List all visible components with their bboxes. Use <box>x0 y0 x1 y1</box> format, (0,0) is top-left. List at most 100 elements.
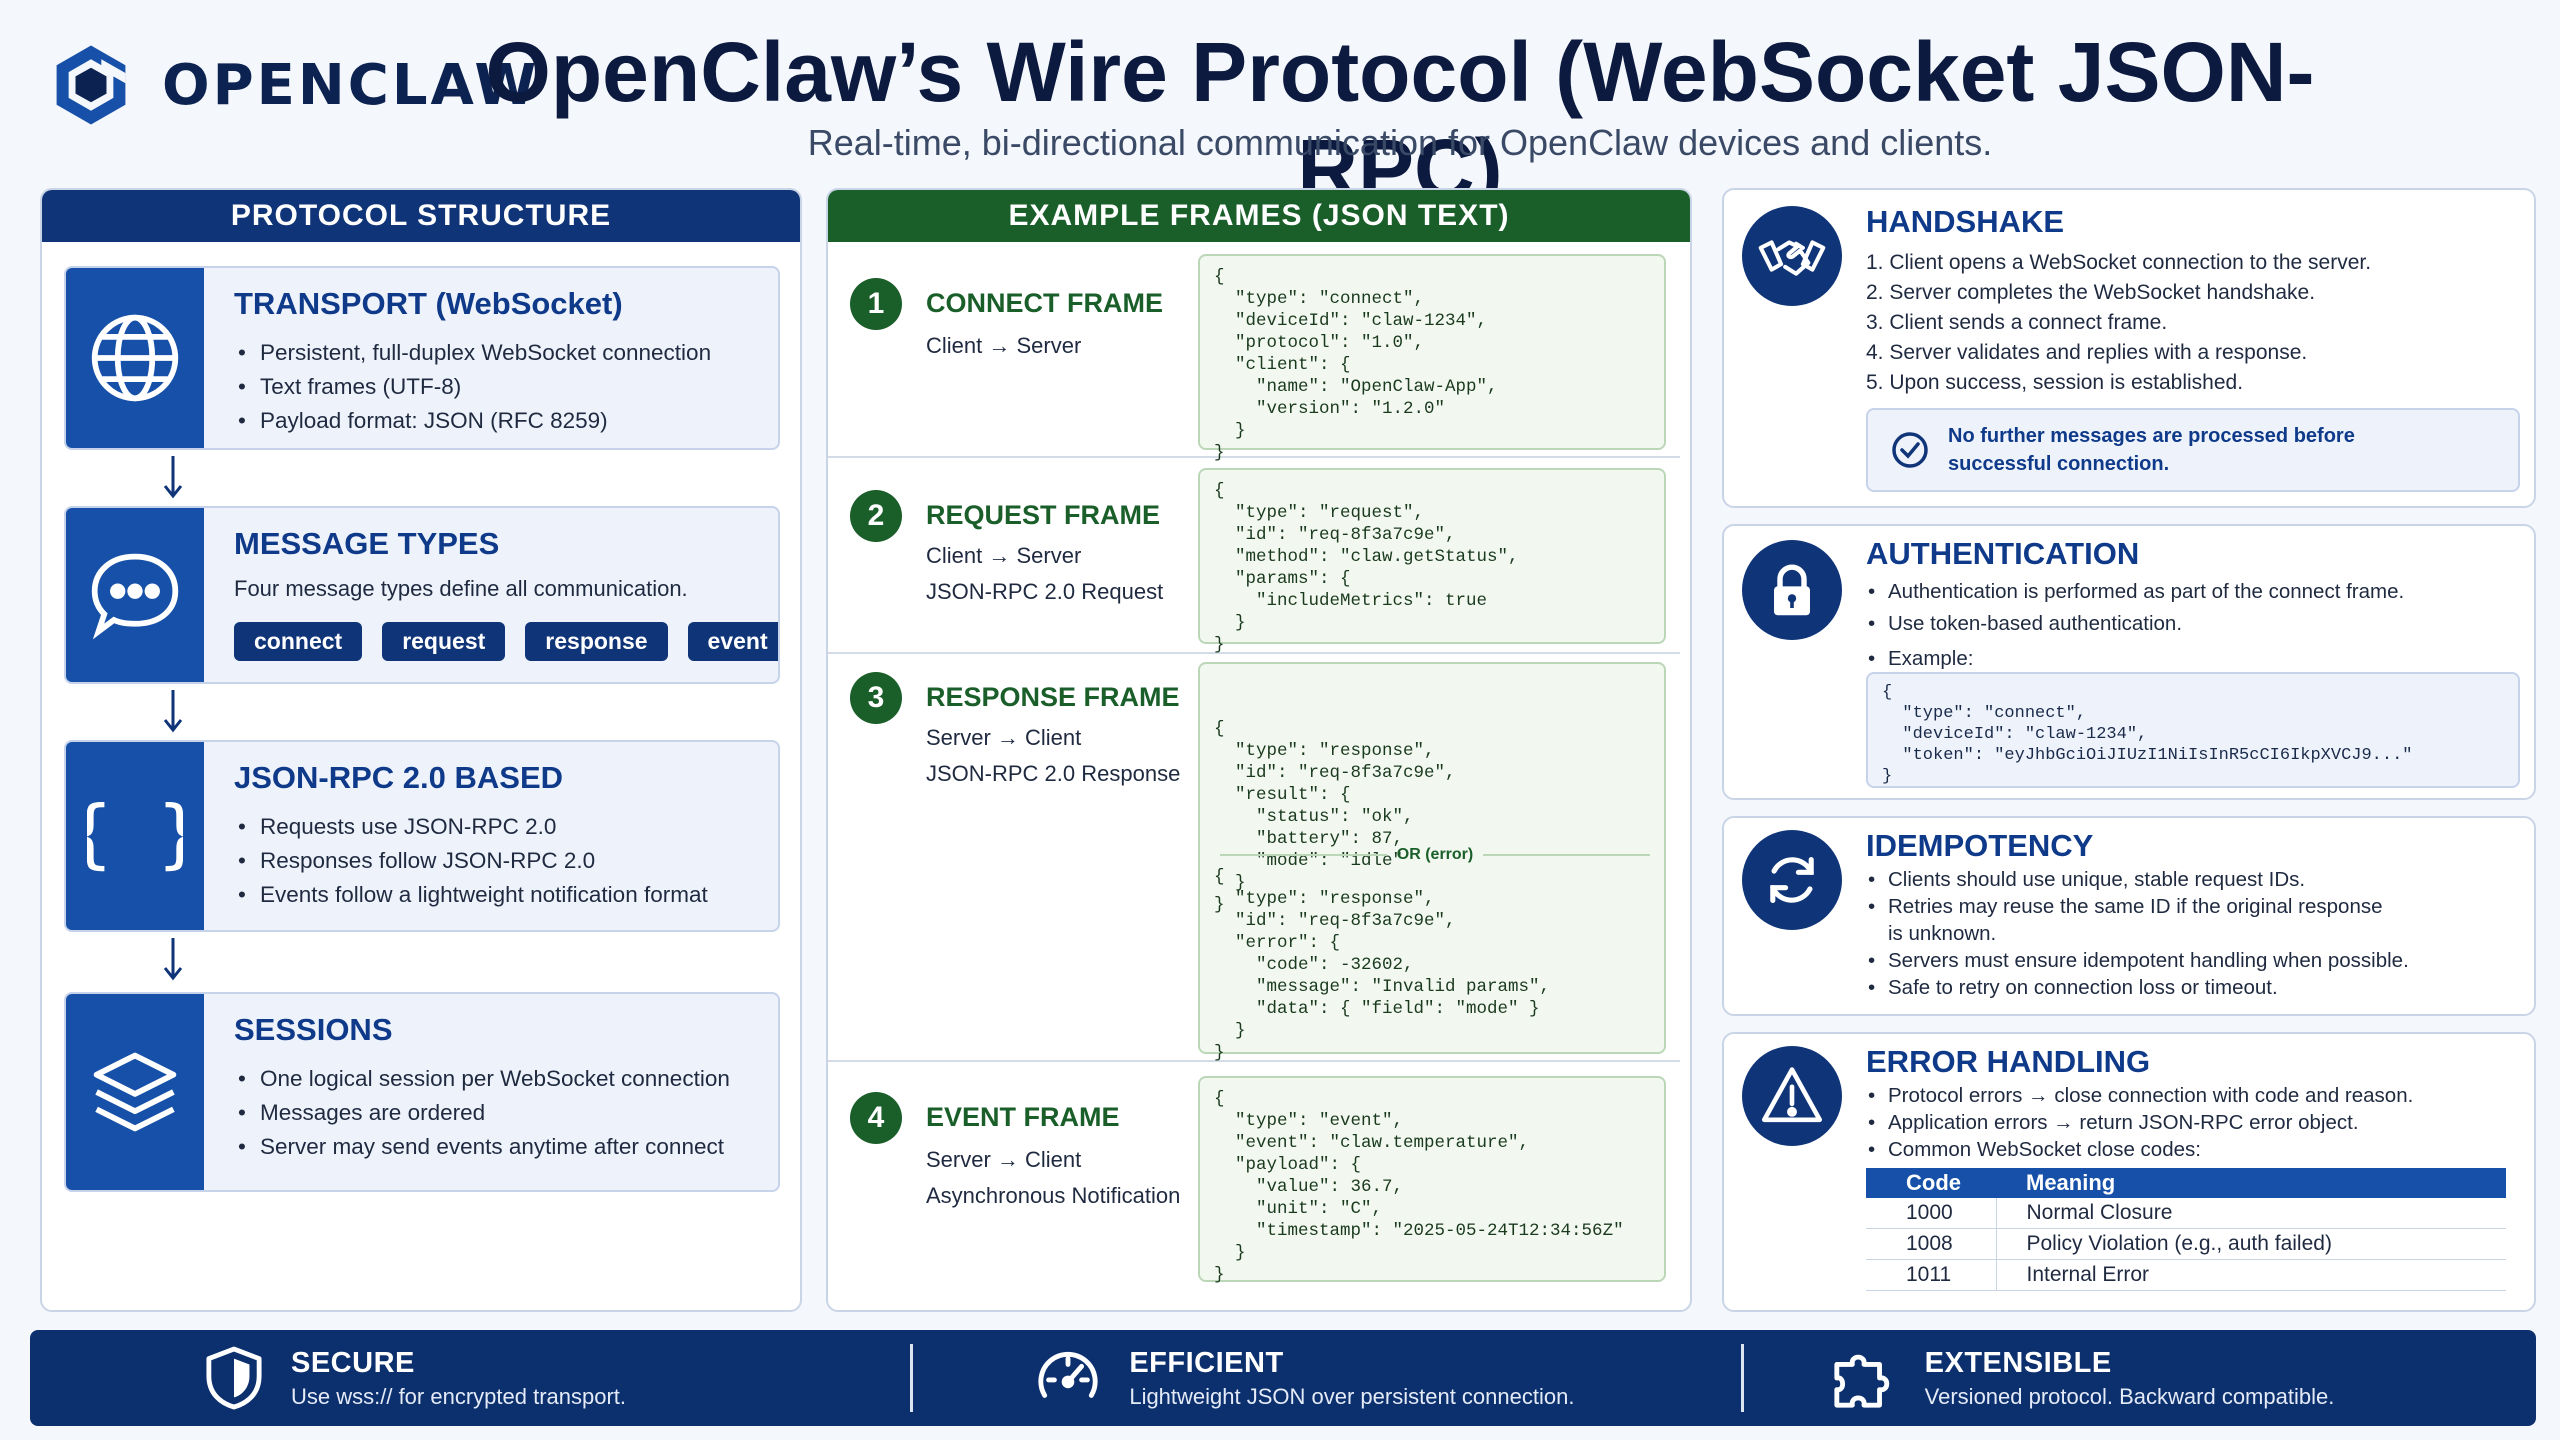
footer-secure: SECURE Use wss:// for encrypted transpor… <box>30 1330 910 1426</box>
idempotency-bullet: Safe to retry on connection loss or time… <box>1866 974 2514 1001</box>
warning-icon-circle <box>1742 1046 1842 1146</box>
idempotency-bullet: Servers must ensure idempotent handling … <box>1866 947 2514 974</box>
idempotency-bullet: Retries may reuse the same ID if the ori… <box>1866 893 2514 947</box>
globe-icon <box>91 314 179 402</box>
handshake-icon <box>1758 240 1826 276</box>
footer-efficient: EFFICIENT Lightweight JSON over persiste… <box>910 1330 1740 1426</box>
col-meaning-header: Meaning <box>1996 1168 2506 1198</box>
frame-subtitle: Asynchronous Notification <box>926 1183 1181 1208</box>
auth-example-code: { "type": "connect", "deviceId": "claw-1… <box>1866 672 2520 788</box>
request-frame: 2 REQUEST FRAME Client → Server JSON-RPC… <box>828 458 1680 655</box>
or-error-label: OR (error) <box>1396 846 1474 863</box>
idempotency-bullet-line: is unknown. <box>1888 922 1997 945</box>
transport-icon-bar <box>66 268 204 448</box>
event-frame-code: { "type": "event", "event": "claw.temper… <box>1198 1076 1666 1285</box>
footer-extensible-text: Versioned protocol. Backward compatible. <box>1924 1383 2335 1409</box>
lock-icon <box>1774 564 1810 616</box>
shield-icon <box>206 1346 262 1410</box>
errors-bullet: Common WebSocket close codes: <box>1866 1136 2514 1163</box>
response-error-code: { "type": "response", "id": "req-8f3a7c9… <box>1214 867 1551 1063</box>
col-code-header: Code <box>1866 1168 1996 1198</box>
jsonrpc-title: JSON-RPC 2.0 BASED <box>234 760 564 795</box>
sessions-bullet: One logical session per WebSocket connec… <box>234 1062 758 1096</box>
connect-frame: 1 CONNECT FRAME Client → Server { "type"… <box>828 242 1680 463</box>
refresh-icon-circle <box>1742 830 1842 930</box>
refresh-icon <box>1770 856 1814 904</box>
message-types-icon-bar <box>66 508 204 682</box>
chip-response: response <box>525 622 668 661</box>
handshake-icon-circle <box>1742 206 1842 306</box>
sessions-bullet: Messages are ordered <box>234 1096 758 1130</box>
error-handling-card: ERROR HANDLING Protocol errors → close c… <box>1722 1032 2536 1312</box>
chat-bubble-icon <box>91 553 179 640</box>
frame-subtitle: JSON-RPC 2.0 Response <box>926 761 1181 786</box>
frame-name: EVENT FRAME <box>926 1102 1120 1132</box>
frame-direction: Client → Server <box>926 333 1082 358</box>
authentication-card: AUTHENTICATION Authentication is perform… <box>1722 524 2536 800</box>
example-frames-panel: EXAMPLE FRAMES (JSON TEXT) 1 CONNECT FRA… <box>826 188 1692 1312</box>
chip-event: event <box>687 622 778 661</box>
sessions-icon-bar <box>66 994 204 1190</box>
auth-title: AUTHENTICATION <box>1866 536 2140 571</box>
message-types-title: MESSAGE TYPES <box>234 526 500 561</box>
close-code: 1011 <box>1866 1259 1997 1291</box>
footer-efficient-title: EFFICIENT <box>1129 1346 1284 1379</box>
transport-title: TRANSPORT (WebSocket) <box>234 286 623 321</box>
close-code: 1000 <box>1866 1198 1997 1229</box>
frame-direction: Server → Client <box>926 1147 1082 1172</box>
idempotency-bullet-line: Retries may reuse the same ID if the ori… <box>1888 895 2383 918</box>
handshake-step: 1. Client opens a WebSocket connection t… <box>1866 251 2372 274</box>
footer-secure-text: Use wss:// for encrypted transport. <box>291 1383 627 1409</box>
handshake-step: 5. Upon success, session is established. <box>1866 371 2244 394</box>
request-frame-code: { "type": "request", "id": "req-8f3a7c9e… <box>1198 468 1666 655</box>
idempotency-bullet: Clients should use unique, stable reques… <box>1866 866 2514 893</box>
frame-number: 3 <box>850 672 902 724</box>
footer-extensible: EXTENSIBLE Versioned protocol. Backward … <box>1740 1330 2536 1426</box>
frame-direction: Server → Client <box>926 725 1082 750</box>
lock-icon-circle <box>1742 540 1842 640</box>
curly-braces-icon: { } <box>87 790 183 877</box>
idempotency-card: IDEMPOTENCY Clients should use unique, s… <box>1722 816 2536 1016</box>
frame-number: 2 <box>850 490 902 542</box>
transport-card: TRANSPORT (WebSocket) Persistent, full-d… <box>64 266 780 450</box>
frame-number: 4 <box>850 1092 902 1144</box>
auth-bullet: Authentication is performed as part of t… <box>1866 576 2514 608</box>
jsonrpc-bullet: Requests use JSON-RPC 2.0 <box>234 810 758 844</box>
check-circle-icon <box>1892 432 1928 468</box>
protocol-structure-panel: PROTOCOL STRUCTURE TRANSPORT (WebSocket)… <box>40 188 802 1312</box>
frame-name: RESPONSE FRAME <box>926 682 1180 712</box>
example-frames-heading: EXAMPLE FRAMES (JSON TEXT) <box>828 190 1690 242</box>
sessions-bullet: Server may send events anytime after con… <box>234 1130 758 1164</box>
jsonrpc-icon-bar: { } <box>66 742 204 930</box>
handshake-note-line: No further messages are processed before <box>1948 425 2355 447</box>
frame-subtitle: JSON-RPC 2.0 Request <box>926 579 1164 604</box>
handshake-note-line: successful connection. <box>1948 453 2170 475</box>
warning-icon <box>1761 1067 1823 1123</box>
logo-text: OPENCLAW <box>162 52 540 118</box>
frame-direction: Client → Server <box>926 543 1082 568</box>
connect-frame-code: { "type": "connect", "deviceId": "claw-1… <box>1198 254 1666 463</box>
auth-bullet: Use token-based authentication. <box>1866 608 2514 640</box>
or-error-divider: OR (error) <box>1220 844 1650 866</box>
footer-extensible-title: EXTENSIBLE <box>1924 1346 2112 1379</box>
event-frame: 4 EVENT FRAME Server → Client Asynchrono… <box>828 1062 1680 1292</box>
transport-bullet: Payload format: JSON (RFC 8259) <box>234 404 758 438</box>
jsonrpc-bullet: Events follow a lightweight notification… <box>234 878 758 912</box>
handshake-note: No further messages are processed before… <box>1866 408 2520 492</box>
message-types-card: MESSAGE TYPES Four message types define … <box>64 506 780 684</box>
transport-bullet: Text frames (UTF-8) <box>234 370 758 404</box>
chip-request: request <box>382 622 506 661</box>
handshake-step: 3. Client sends a connect frame. <box>1866 311 2168 334</box>
transport-bullet: Persistent, full-duplex WebSocket connec… <box>234 336 758 370</box>
errors-bullet: Protocol errors → close connection with … <box>1866 1082 2514 1109</box>
close-meaning: Policy Violation (e.g., auth failed) <box>1996 1228 2506 1260</box>
handshake-card: HANDSHAKE 1. Client opens a WebSocket co… <box>1722 188 2536 508</box>
close-meaning: Normal Closure <box>1996 1198 2506 1229</box>
sessions-card: SESSIONS One logical session per WebSock… <box>64 992 780 1192</box>
frame-name: REQUEST FRAME <box>926 500 1161 530</box>
sessions-title: SESSIONS <box>234 1012 393 1047</box>
auth-bullet: Example: <box>1866 640 2514 678</box>
close-meaning: Internal Error <box>1996 1259 2506 1291</box>
